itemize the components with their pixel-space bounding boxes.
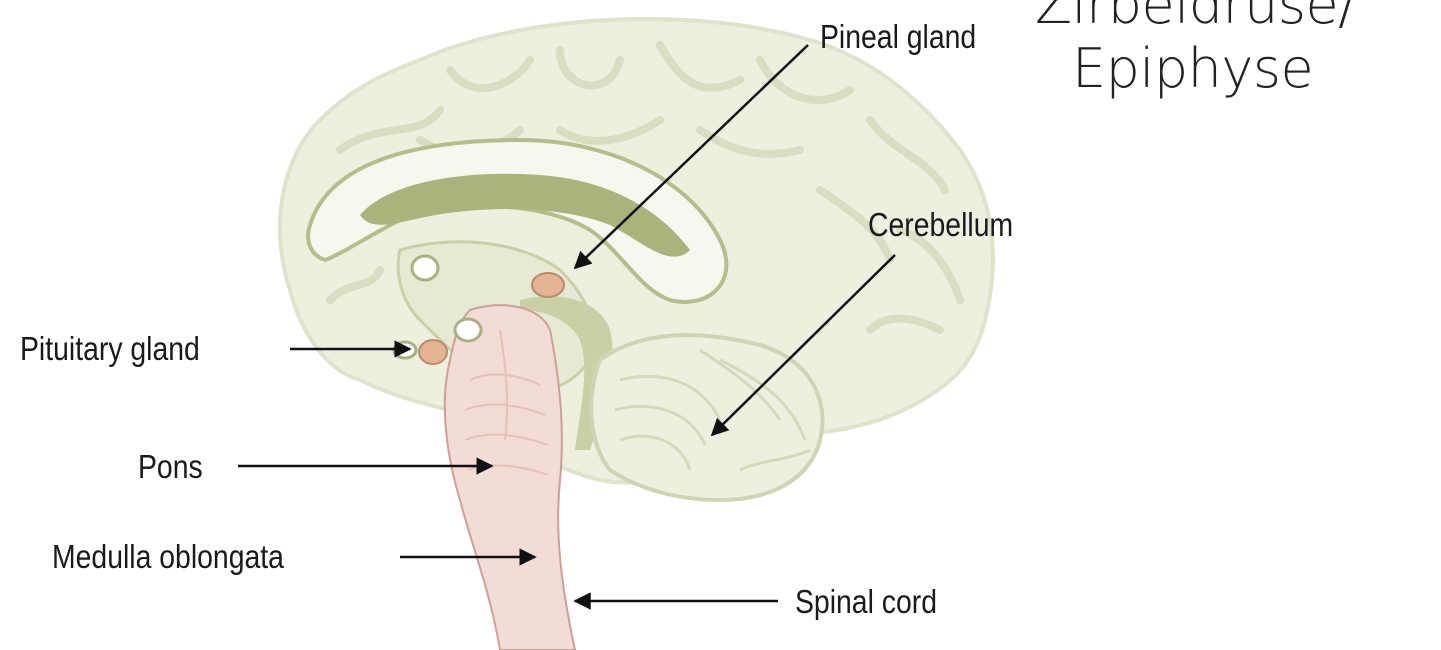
- mammillary-body: [455, 319, 481, 341]
- brainstem: [445, 305, 575, 650]
- medulla-oblongata-label: Medulla oblongata: [52, 540, 284, 573]
- anterior-commissure: [412, 256, 438, 280]
- cerebellum-label: Cerebellum: [868, 208, 1013, 241]
- spinal-cord-label: Spinal cord: [795, 585, 937, 618]
- pons-label: Pons: [138, 450, 203, 483]
- annotation-line-2: Epiphyse: [1072, 42, 1313, 96]
- pineal-gland-shape: [532, 273, 564, 297]
- pineal-gland-label: Pineal gland: [820, 20, 976, 53]
- pituitary-gland-shape: [419, 340, 447, 364]
- pituitary-gland-label: Pituitary gland: [20, 332, 200, 365]
- annotation-line-1: Zirbeldrüse/: [1035, 0, 1356, 32]
